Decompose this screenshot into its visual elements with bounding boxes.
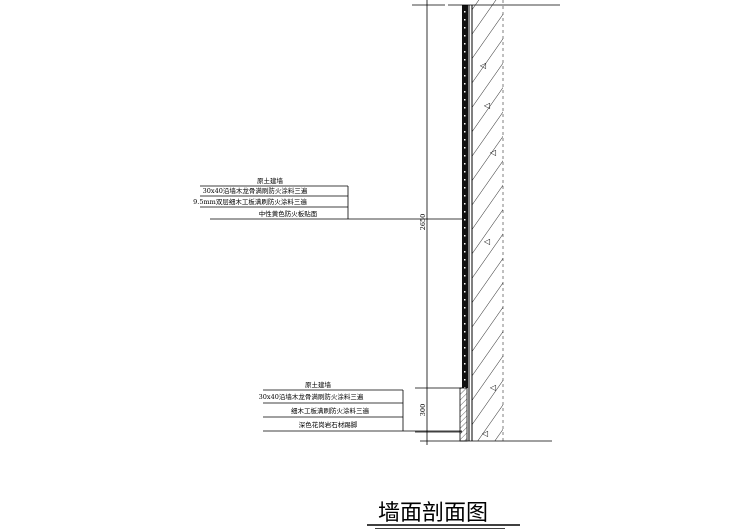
lower-callout: [263, 389, 462, 432]
skirting-height-dimension: 300: [419, 404, 427, 416]
svg-text:◁: ◁: [483, 237, 490, 246]
granite-skirting: [459, 387, 468, 442]
dimension-lines: [412, 0, 560, 445]
svg-text:◁: ◁: [479, 61, 486, 70]
upper-callout-line: 30x40沿墙木龙骨满刷防火涂料三遍: [203, 186, 308, 195]
svg-text:◁: ◁: [481, 429, 488, 438]
svg-text:◁: ◁: [483, 101, 490, 110]
lower-callout-line: 30x40沿墙木龙骨满刷防火涂料三遍: [259, 392, 364, 401]
upper-callout-line: 9.5mm双层细木工板满刷防火涂料三遍: [193, 197, 307, 206]
svg-text:◁: ◁: [489, 148, 496, 157]
lower-callout-heading: 原土建墙: [305, 380, 332, 389]
wall-height-dimension: 2650: [419, 214, 427, 231]
upper-callout: [200, 185, 462, 220]
lower-callout-line: 深色花岗岩石材踢脚: [299, 420, 358, 429]
svg-text:◁: ◁: [489, 383, 496, 392]
lower-callout-line: 细木工板满刷防火涂料三遍: [291, 406, 370, 415]
wall-cladding: [462, 5, 473, 441]
upper-callout-line: 中性黄色防火板贴面: [259, 209, 318, 218]
drawing-title: 墙面剖面图: [378, 501, 488, 526]
upper-callout-heading: 原土建墙: [257, 176, 284, 185]
concrete-wall: ◁ ◁ ◁ ◁ ◁ ◁: [472, 0, 504, 441]
